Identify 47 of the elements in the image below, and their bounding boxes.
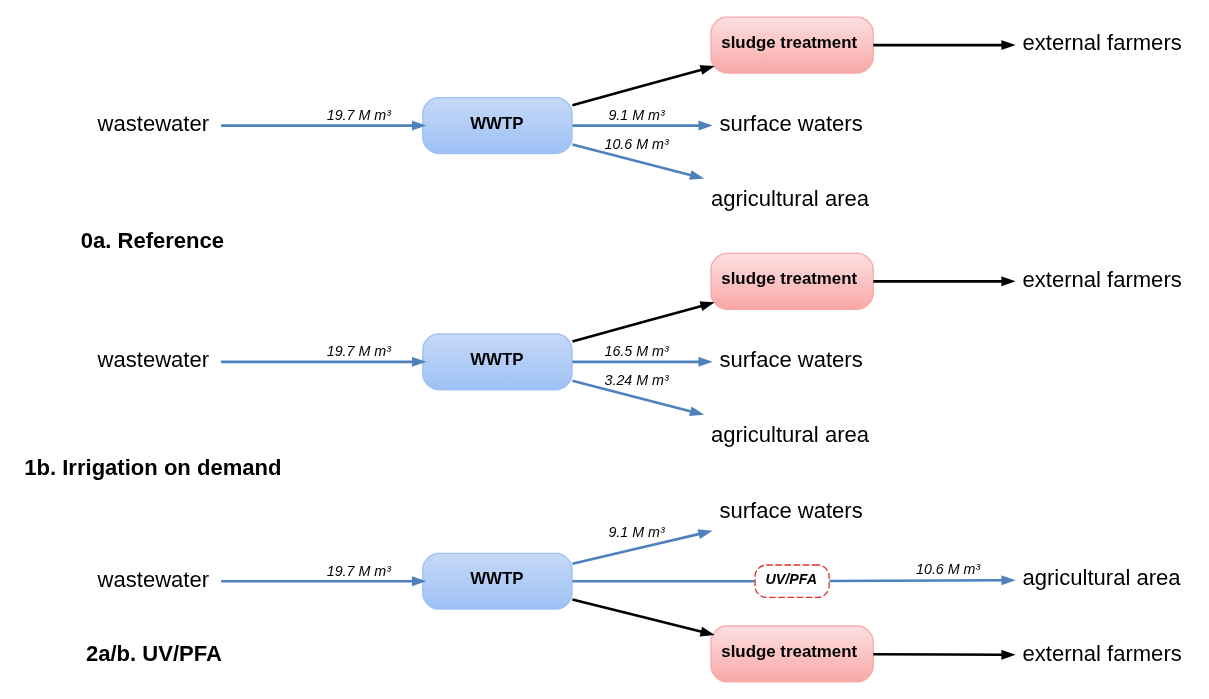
arrow — [572, 529, 713, 566]
arrow — [572, 143, 705, 180]
node-box: sludge treatment — [710, 252, 874, 310]
arrow — [572, 120, 713, 131]
node-text: external farmers — [1022, 30, 1182, 56]
edge-label: 10.6 M m³ — [916, 561, 981, 578]
node-box: WWTP — [422, 97, 573, 155]
node-text: surface waters — [719, 347, 863, 373]
node-box: sludge treatment — [710, 625, 874, 683]
node-text: wastewater — [97, 347, 210, 373]
label: 0a. Reference — [80, 227, 225, 253]
edge-label: 3.24 M m³ — [604, 371, 669, 388]
edge-label: 9.1 M m³ — [608, 107, 665, 124]
arrow — [873, 649, 1016, 660]
node-text: surface waters — [719, 497, 863, 523]
node-text: surface waters — [719, 110, 863, 136]
arrow — [572, 598, 715, 637]
connector — [572, 579, 755, 583]
arrow — [873, 276, 1016, 287]
node-box: UV/PFA — [754, 564, 830, 599]
edge-label: 19.7 M m³ — [326, 343, 391, 360]
arrow — [873, 40, 1016, 51]
arrow — [572, 379, 705, 417]
edge-label: 9.1 M m³ — [608, 523, 665, 540]
edge-label: 16.5 M m³ — [604, 343, 669, 360]
edge-label: 10.6 M m³ — [604, 135, 669, 152]
arrow — [221, 356, 427, 367]
arrow — [221, 120, 427, 131]
node-box: WWTP — [422, 333, 573, 391]
arrow — [572, 356, 713, 367]
node-box: WWTP — [422, 552, 573, 610]
node-text: wastewater — [97, 566, 210, 592]
label: 2a/b. UV/PFA — [85, 640, 222, 666]
arrow — [572, 65, 715, 107]
node-text: external farmers — [1022, 266, 1182, 292]
node-text: wastewater — [97, 110, 210, 136]
edge-label: 19.7 M m³ — [326, 107, 391, 124]
node-text: external farmers — [1022, 640, 1182, 666]
arrow — [221, 576, 427, 587]
label: 1b. Irrigation on demand — [24, 454, 282, 480]
node-text: agricultural area — [710, 422, 870, 448]
arrow — [572, 301, 715, 343]
node-text: agricultural area — [1022, 565, 1181, 591]
node-box: sludge treatment — [710, 16, 874, 74]
edge-label: 19.7 M m³ — [326, 562, 391, 579]
node-text: agricultural area — [710, 186, 870, 212]
arrow — [829, 575, 1016, 586]
